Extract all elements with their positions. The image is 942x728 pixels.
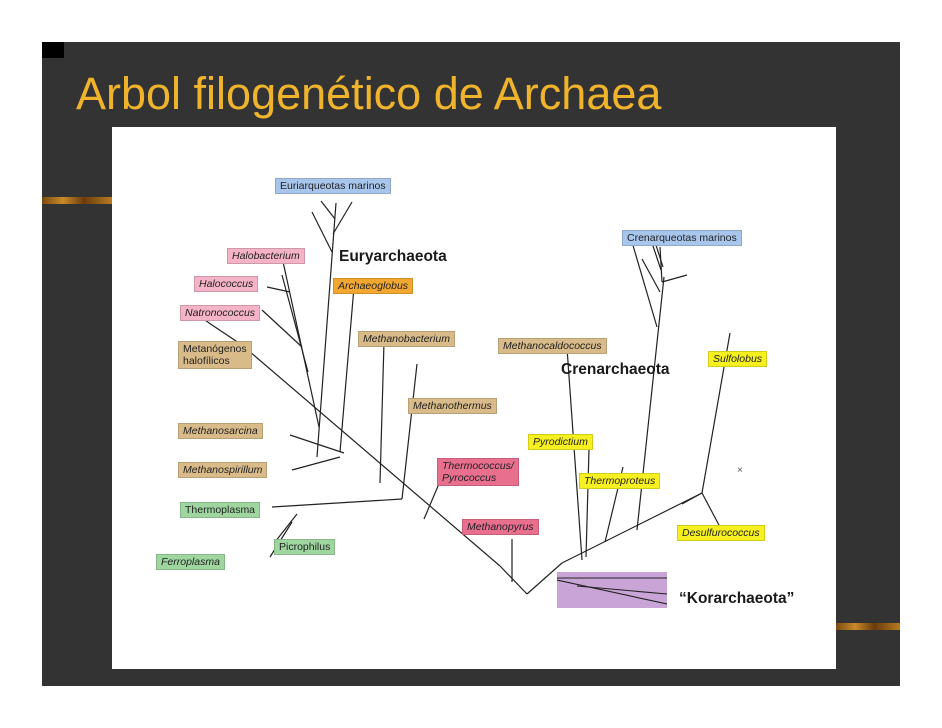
- label-thermococcus-line2: Pyrococcus: [442, 472, 497, 484]
- clade-korarchaeota: “Korarchaeota”: [679, 590, 795, 607]
- svg-text:×: ×: [737, 465, 743, 476]
- slide-title: Arbol filogenético de Archaea: [76, 68, 662, 119]
- label-metanogenos-halofilicos: Metanógenos halofílicos: [178, 341, 252, 369]
- label-methanosarcina: Methanosarcina: [178, 423, 263, 439]
- label-archaeoglobus: Archaeoglobus: [333, 278, 414, 294]
- label-sulfolobus: Sulfolobus: [708, 351, 768, 367]
- label-ferroplasma: Ferroplasma: [156, 554, 225, 570]
- label-methanospirillum: Methanospirillum: [178, 462, 268, 478]
- decorative-stripe-right: [836, 623, 900, 630]
- label-methanopyrus: Methanopyrus: [462, 519, 539, 535]
- label-halococcus: Halococcus: [194, 276, 259, 292]
- label-natronococcus: Natronococcus: [180, 305, 261, 321]
- label-euriarqueotas-marinos: Euriarqueotas marinos: [275, 178, 391, 194]
- label-desulfurococcus: Desulfurococcus: [677, 525, 765, 541]
- label-pyrodictium: Pyrodictium: [528, 434, 593, 450]
- label-thermococcus-line1: Thermococcus/: [442, 460, 514, 472]
- clade-crenarchaeota: Crenarchaeota: [561, 361, 670, 378]
- label-metanogenos-line2: halofílicos: [183, 355, 230, 367]
- label-methanocaldococcus: Methanocaldococcus: [498, 338, 607, 354]
- label-thermoplasma: Thermoplasma: [180, 502, 261, 518]
- label-crenarqueotas-marinos: Crenarqueotas marinos: [622, 230, 742, 246]
- decorative-stripe-left: [42, 197, 112, 204]
- label-thermoproteus: Thermoproteus: [579, 473, 661, 489]
- clade-euryarchaeota: Euryarchaeota: [339, 248, 447, 265]
- label-methanobacterium: Methanobacterium: [358, 331, 455, 347]
- label-halobacterium: Halobacterium: [227, 248, 305, 264]
- label-thermococcus-pyrococcus: Thermococcus/ Pyrococcus: [437, 458, 519, 486]
- korarchaeota-branches: [557, 577, 667, 605]
- label-methanothermus: Methanothermus: [408, 398, 497, 414]
- label-picrophilus: Picrophilus: [274, 539, 336, 555]
- phylogenetic-tree-panel: × Euriarqueotas marinos Halobacterium Eu…: [112, 127, 836, 669]
- slide-corner-mark: [42, 42, 64, 58]
- label-metanogenos-line1: Metanógenos: [183, 343, 247, 355]
